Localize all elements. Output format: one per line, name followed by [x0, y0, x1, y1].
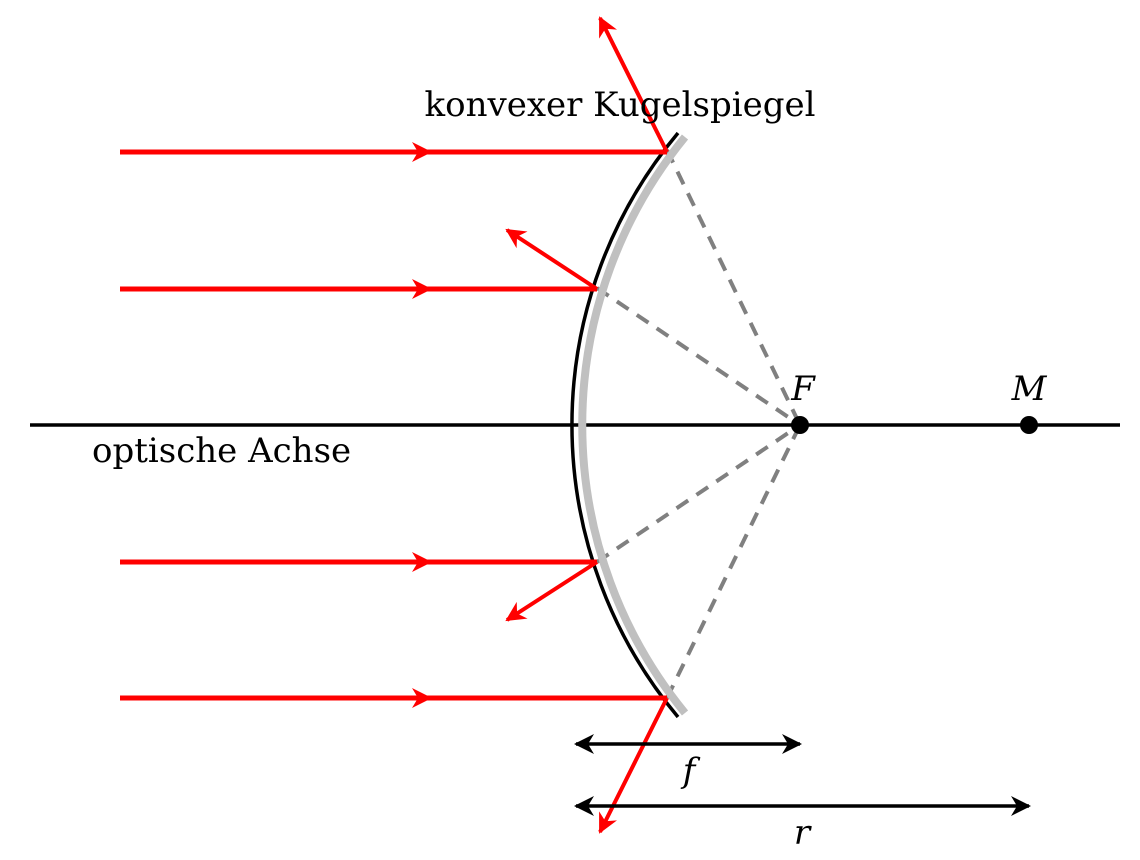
radius-label: r: [794, 813, 812, 853]
axis-label: optische Achse: [92, 431, 351, 471]
focal-point-dot: [791, 416, 809, 434]
reflected-ray-2: [505, 228, 599, 291]
reflected-ray-3: [505, 560, 599, 622]
construction-lines: [595, 149, 802, 699]
construction-line-1: [665, 149, 802, 426]
center-label: M: [1011, 369, 1048, 409]
convex-mirror-arc: [570, 131, 680, 719]
focus-label: F: [790, 369, 816, 409]
center-point-dot: [1020, 416, 1038, 434]
reflected-ray-1: [598, 16, 669, 153]
mirror-label: konvexer Kugelspiegel: [425, 85, 816, 125]
incident-rays: [120, 142, 667, 708]
focal-length-label: f: [680, 751, 701, 791]
construction-line-2: [595, 286, 802, 427]
mirror-coating: [578, 134, 689, 716]
reflected-ray-4: [598, 697, 669, 834]
construction-line-4: [665, 424, 802, 699]
construction-line-3: [595, 423, 802, 564]
